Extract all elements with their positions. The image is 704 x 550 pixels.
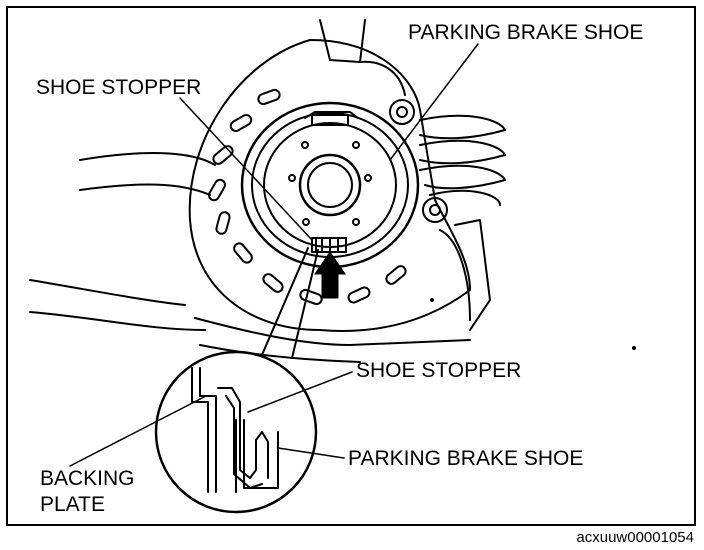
label-shoe-stopper-top: SHOE STOPPER <box>36 76 202 99</box>
shoe-ring <box>263 122 397 248</box>
knuckle-right <box>439 229 471 321</box>
leader-shoe-stopper-top <box>179 97 313 241</box>
backing-plate-outline <box>188 39 471 332</box>
mount-bolt-lower <box>422 197 448 223</box>
figure-id: acxuuw00001054 <box>576 529 694 546</box>
label-parking-brake-shoe-detail: PARKING BRAKE SHOE <box>348 447 584 470</box>
label-shoe-stopper-detail: SHOE STOPPER <box>356 359 522 382</box>
detail-lead-right <box>291 249 319 359</box>
shock-mount <box>454 219 491 331</box>
mount-bolt-upper-inner <box>396 106 408 118</box>
label-backing-plate-line1: BACKING <box>40 467 135 490</box>
rear-arm-lower <box>29 311 206 331</box>
rear-arm <box>29 279 186 306</box>
hub-outer <box>298 153 362 217</box>
lower-link <box>194 317 471 346</box>
drum-inner-ring <box>251 112 409 258</box>
detail-stopper-clip <box>217 387 269 479</box>
detail-lead-left <box>261 247 309 356</box>
shoe-adjuster <box>304 111 359 119</box>
leader-shoe-stopper-detail <box>247 371 353 413</box>
suspension-arm-lower <box>79 183 211 196</box>
label-parking-brake-shoe-top: PARKING BRAKE SHOE <box>408 21 644 44</box>
detail-backing-plate <box>191 367 209 493</box>
detail-shoe <box>235 419 279 493</box>
suspension-arm <box>79 152 216 166</box>
coil-spring <box>419 114 506 206</box>
lower-link-bottom <box>199 344 361 363</box>
leader-backing-plate <box>69 395 207 467</box>
mount-bolt-upper <box>389 99 415 125</box>
leader-parking-brake-shoe-detail <box>277 447 345 459</box>
mount-bolt-lower-inner <box>429 204 441 216</box>
leader-parking-brake-shoe-top <box>389 43 479 161</box>
label-backing-plate-line2: PLATE <box>40 493 105 516</box>
detail-circle <box>154 350 318 514</box>
indicator-arrow <box>314 251 346 299</box>
upper-knuckle <box>359 60 406 96</box>
hub-inner <box>307 162 353 208</box>
diagram-frame <box>6 6 696 526</box>
